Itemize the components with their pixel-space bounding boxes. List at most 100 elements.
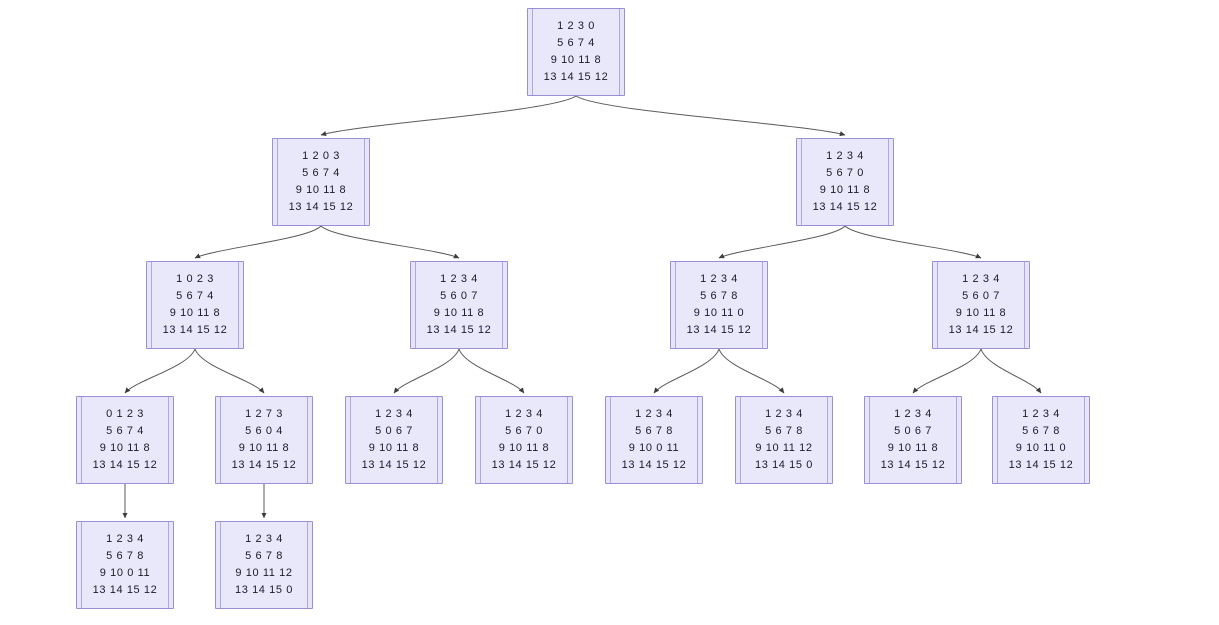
puzzle-row: 5 0 6 7 <box>894 425 932 437</box>
puzzle-row: 5 6 7 8 <box>245 550 283 562</box>
puzzle-row: 13 14 15 12 <box>426 324 492 336</box>
puzzle-row: 1 2 3 4 <box>1022 408 1060 420</box>
tree-node-body: 1 2 3 4 5 6 7 8 9 10 11 12 13 14 15 0 <box>220 522 308 608</box>
puzzle-row: 13 14 15 12 <box>92 459 158 471</box>
puzzle-row: 5 6 7 8 <box>106 550 144 562</box>
puzzle-row: 1 2 3 4 <box>765 408 803 420</box>
tree-edge <box>575 95 846 137</box>
puzzle-row: 13 14 15 12 <box>231 459 297 471</box>
tree-node[interactable]: 1 2 3 4 5 6 7 8 9 10 11 12 13 14 15 0 <box>215 521 313 609</box>
puzzle-row: 5 6 7 8 <box>635 425 673 437</box>
tree-edge <box>124 348 196 394</box>
tree-node-body: 1 2 3 4 5 6 7 8 9 10 11 0 13 14 15 12 <box>997 397 1085 483</box>
tree-node[interactable]: 1 2 3 4 5 6 7 8 9 10 11 12 13 14 15 0 <box>735 396 833 484</box>
tree-edge <box>912 348 982 394</box>
tree-edge <box>980 348 1042 394</box>
tree-node[interactable]: 1 2 3 4 5 6 7 8 9 10 0 11 13 14 15 12 <box>76 521 174 609</box>
tree-node-body: 1 2 0 3 5 6 7 4 9 10 11 8 13 14 15 12 <box>277 139 365 225</box>
tree-edge <box>194 348 265 394</box>
tree-edge <box>458 348 525 394</box>
puzzle-row: 13 14 15 12 <box>162 324 228 336</box>
tree-node[interactable]: 1 2 3 4 5 6 7 0 9 10 11 8 13 14 15 12 <box>796 138 894 226</box>
puzzle-row: 13 14 15 12 <box>812 201 878 213</box>
puzzle-row: 1 2 3 4 <box>440 273 478 285</box>
tree-node[interactable]: 1 2 0 3 5 6 7 4 9 10 11 8 13 14 15 12 <box>272 138 370 226</box>
puzzle-row: 1 2 3 4 <box>962 273 1000 285</box>
tree-node[interactable]: 1 2 3 4 5 6 7 8 9 10 0 11 13 14 15 12 <box>605 396 703 484</box>
puzzle-row: 5 6 7 8 <box>765 425 803 437</box>
puzzle-row: 13 14 15 12 <box>948 324 1014 336</box>
puzzle-row: 9 10 11 8 <box>955 307 1007 319</box>
puzzle-row: 13 14 15 12 <box>491 459 557 471</box>
puzzle-row: 9 10 11 8 <box>819 184 871 196</box>
puzzle-row: 13 14 15 12 <box>288 201 354 213</box>
tree-node-body: 1 2 3 4 5 0 6 7 9 10 11 8 13 14 15 12 <box>869 397 957 483</box>
puzzle-row: 1 2 3 4 <box>700 273 738 285</box>
puzzle-row: 13 14 15 12 <box>1008 459 1074 471</box>
puzzle-row: 13 14 15 0 <box>235 584 293 596</box>
puzzle-row: 9 10 11 8 <box>295 184 347 196</box>
puzzle-row: 9 10 11 8 <box>887 442 939 454</box>
puzzle-row: 5 6 7 8 <box>700 290 738 302</box>
puzzle-row: 9 10 11 0 <box>1015 442 1067 454</box>
tree-edge <box>718 348 785 394</box>
puzzle-row: 13 14 15 12 <box>92 584 158 596</box>
puzzle-row: 9 10 11 8 <box>433 307 485 319</box>
puzzle-row: 9 10 0 11 <box>628 442 680 454</box>
puzzle-row: 1 2 3 4 <box>635 408 673 420</box>
puzzle-row: 1 2 3 4 <box>106 533 144 545</box>
puzzle-row: 9 10 11 12 <box>755 442 813 454</box>
puzzle-row: 5 0 6 7 <box>375 425 413 437</box>
puzzle-row: 13 14 15 12 <box>621 459 687 471</box>
puzzle-row: 1 2 3 4 <box>245 533 283 545</box>
tree-node[interactable]: 1 2 3 4 5 6 7 8 9 10 11 0 13 14 15 12 <box>992 396 1090 484</box>
puzzle-row: 9 10 11 8 <box>368 442 420 454</box>
tree-edge <box>320 225 460 259</box>
puzzle-row: 1 2 0 3 <box>302 150 340 162</box>
puzzle-row: 1 2 3 4 <box>826 150 864 162</box>
puzzle-row: 5 6 7 4 <box>302 167 340 179</box>
puzzle-row: 1 2 3 4 <box>894 408 932 420</box>
tree-node[interactable]: 0 1 2 3 5 6 7 4 9 10 11 8 13 14 15 12 <box>76 396 174 484</box>
tree-edge <box>718 225 846 259</box>
tree-node-body: 1 2 3 4 5 6 7 0 9 10 11 8 13 14 15 12 <box>801 139 889 225</box>
puzzle-row: 9 10 11 0 <box>693 307 745 319</box>
puzzle-row: 13 14 15 12 <box>880 459 946 471</box>
puzzle-row: 5 6 7 0 <box>505 425 543 437</box>
tree-node-body: 1 2 3 4 5 6 7 8 9 10 0 11 13 14 15 12 <box>81 522 169 608</box>
puzzle-row: 5 6 7 4 <box>106 425 144 437</box>
puzzle-row: 9 10 11 8 <box>99 442 151 454</box>
tree-node[interactable]: 1 2 3 4 5 0 6 7 9 10 11 8 13 14 15 12 <box>864 396 962 484</box>
tree-edge <box>844 225 982 259</box>
tree-edge <box>320 95 577 137</box>
puzzle-row: 1 2 3 0 <box>557 20 595 32</box>
puzzle-row: 5 6 7 4 <box>557 37 595 49</box>
tree-edge <box>653 348 720 394</box>
puzzle-row: 9 10 0 11 <box>99 567 151 579</box>
puzzle-row: 9 10 11 12 <box>235 567 293 579</box>
puzzle-row: 13 14 15 0 <box>755 459 813 471</box>
puzzle-row: 1 0 2 3 <box>176 273 214 285</box>
tree-node-body: 1 2 3 4 5 6 7 8 9 10 11 12 13 14 15 0 <box>740 397 828 483</box>
puzzle-row: 5 6 7 8 <box>1022 425 1060 437</box>
tree-node-body: 0 1 2 3 5 6 7 4 9 10 11 8 13 14 15 12 <box>81 397 169 483</box>
puzzle-row: 5 6 7 0 <box>826 167 864 179</box>
puzzle-row: 13 14 15 12 <box>361 459 427 471</box>
puzzle-row: 0 1 2 3 <box>106 408 144 420</box>
